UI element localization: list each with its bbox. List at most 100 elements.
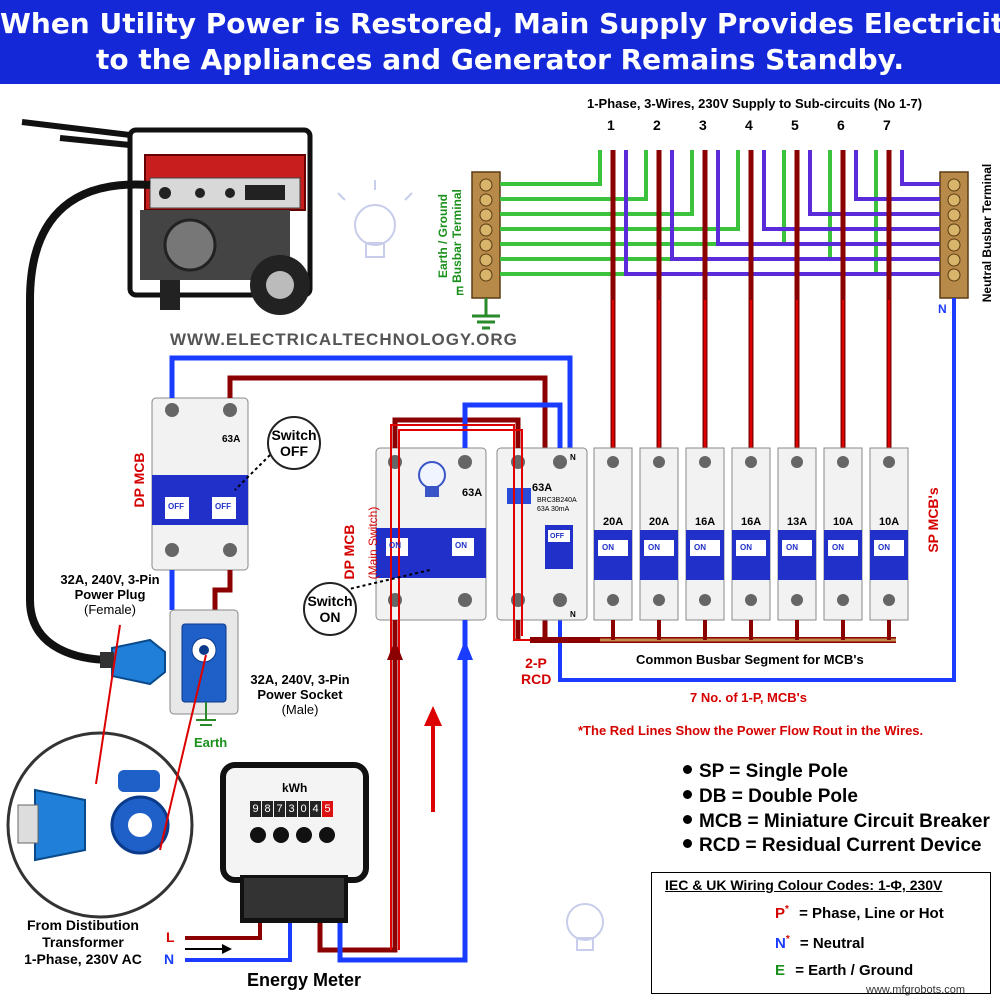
dp-mcb-main-rating: 63A	[462, 487, 483, 499]
sp-mcb	[639, 447, 679, 621]
legend-text: = Phase, Line or Hot	[799, 905, 944, 922]
meter-digit: 8	[262, 801, 273, 817]
sp-mcb-rating: 16A	[695, 516, 716, 528]
earth-busbar-label-line1: Earth / Ground	[436, 194, 450, 278]
sp-mcb-group	[593, 447, 909, 621]
dp-mcb-main-label: DP MCB	[341, 524, 357, 580]
dp-mcb-top-state: OFF	[168, 502, 184, 511]
sp-mcb-state: ON	[740, 543, 752, 552]
sp-mcb-state: ON	[786, 543, 798, 552]
sp-mcb	[823, 447, 863, 621]
sp-mcb	[685, 447, 725, 621]
sp-mcb-state: ON	[602, 543, 614, 552]
rcd	[496, 447, 588, 621]
switch-on-line1: Switch	[307, 593, 353, 609]
circuit-number: 2	[653, 117, 661, 133]
meter-digit: 0	[298, 801, 309, 817]
source-label: From Distibution Transformer 1-Phase, 23…	[8, 917, 158, 968]
dp-mcb-top-label: DP MCB	[131, 452, 147, 508]
dp-mcb-main-state: ON	[455, 541, 467, 550]
power-flow-note: *The Red Lines Show the Power Flow Rout …	[578, 723, 924, 738]
neutral-busbar-label: Neutral Busbar Terminal	[980, 163, 994, 303]
rcd-label: 2-P RCD	[521, 655, 551, 687]
rcd-neutral-letter: N	[570, 610, 576, 619]
sp-mcb-state: ON	[832, 543, 844, 552]
dp-mcb-top-rating: 63A	[222, 434, 241, 445]
definition-item: DB = Double Pole	[683, 786, 858, 808]
sp-mcb	[593, 447, 633, 621]
source-label-line1: From Distibution	[27, 917, 139, 933]
earth-busbar-label-line2: Busbar Terminal	[450, 189, 464, 283]
meter-digit: 5	[322, 801, 333, 817]
circuit-number: 4	[745, 117, 753, 133]
rcd-model: BRC3B240A	[537, 497, 577, 504]
plug-label: 32A, 240V, 3-Pin Power Plug (Female)	[40, 572, 180, 617]
switch-off-line1: Switch	[271, 427, 317, 443]
supply-label: 1-Phase, 3-Wires, 230V Supply to Sub-cir…	[587, 96, 923, 111]
dp-mcb-main-state: ON	[389, 541, 401, 550]
title-line-2: to the Appliances and Generator Remains …	[96, 43, 904, 76]
dp-mcb-top-state: OFF	[215, 502, 231, 511]
footer-credit: www.mfgrobots.com	[866, 984, 966, 996]
sp-mcb	[869, 447, 909, 621]
sp-mcb-rating: 20A	[649, 516, 670, 528]
legend-text: = Earth / Ground	[795, 962, 914, 979]
definition-item: RCD = Residual Current Device	[683, 835, 981, 857]
sp-mcb-rating: 20A	[603, 516, 624, 528]
sp-mcb-rating: 10A	[833, 516, 854, 528]
circuit-number: 5	[791, 117, 799, 133]
mcb-count-label: 7 No. of 1-P, MCB's	[690, 690, 807, 705]
meter-digit: 3	[286, 801, 297, 817]
wiring-colour-legend	[651, 872, 991, 994]
definition-item: SP = Single Pole	[683, 761, 848, 783]
earth-busbar-label: Earth / Ground Busbar Terminal	[436, 181, 464, 291]
switch-off-callout: Switch OFF	[267, 416, 321, 470]
source-label-line3: 1-Phase, 230V AC	[24, 951, 142, 967]
legend-item: P* = Phase, Line or Hot	[775, 904, 944, 922]
earth-busbar	[471, 171, 501, 330]
energy-meter	[220, 762, 369, 923]
meter-digit: 7	[274, 801, 285, 817]
meter-unit: kWh	[282, 781, 308, 795]
sp-mcb-state: ON	[648, 543, 660, 552]
definition-text: SP = Single Pole	[699, 761, 849, 782]
socket-label-line1: 32A, 240V, 3-Pin	[250, 672, 350, 687]
plug-label-line2: Power Plug	[74, 587, 146, 602]
rcd-label-line1: 2-P	[525, 655, 547, 671]
power-plug	[100, 638, 166, 686]
dp-mcb-main-sublabel: (Main Switch)	[366, 506, 380, 580]
bulb-off-icon	[566, 903, 604, 951]
legend-letter: P	[775, 905, 786, 922]
sp-mcb	[731, 447, 771, 621]
legend-item: E = Earth / Ground	[775, 962, 913, 979]
source-line-letter: L	[166, 929, 175, 945]
wiring-diagram	[6, 119, 969, 976]
legend-title: IEC & UK Wiring Colour Codes: 1-Φ, 230V	[665, 877, 943, 893]
meter-digit: 4	[310, 801, 321, 817]
definition-text: DB = Double Pole	[699, 786, 858, 807]
rcd-state: OFF	[550, 533, 564, 540]
socket-earth-label: Earth	[194, 735, 228, 750]
definition-item: MCB = Miniature Circuit Breaker	[683, 811, 990, 833]
title-line-1: When Utility Power is Restored, Main Sup…	[0, 7, 1000, 40]
meter-label: Energy Meter	[247, 970, 362, 990]
socket-label: 32A, 240V, 3-Pin Power Socket (Male)	[240, 672, 360, 717]
legend-text: = Neutral	[799, 935, 865, 952]
neutral-busbar	[939, 171, 969, 299]
sp-mcb-rating: 10A	[879, 516, 900, 528]
sp-mcb-state: ON	[694, 543, 706, 552]
plug-label-line1: 32A, 240V, 3-Pin	[60, 572, 160, 587]
sp-mcb-rating: 16A	[741, 516, 762, 528]
sp-mcb-state: ON	[878, 543, 890, 552]
title-banner: When Utility Power is Restored, Main Sup…	[0, 0, 1000, 84]
common-busbar	[530, 620, 896, 643]
circuit-number: 7	[883, 117, 891, 133]
legend-item: N* = Neutral	[775, 934, 865, 952]
circuit-number: 1	[607, 117, 615, 133]
legend-letter: E	[775, 962, 786, 979]
earth-busbar-letter: E	[456, 284, 465, 298]
watermark: WWW.ELECTRICALTECHNOLOGY.ORG	[170, 330, 518, 349]
neutral-busbar-letter: N	[938, 302, 947, 316]
generator-model: EM 6500SX	[200, 140, 254, 151]
legend-letter: N	[775, 935, 786, 952]
